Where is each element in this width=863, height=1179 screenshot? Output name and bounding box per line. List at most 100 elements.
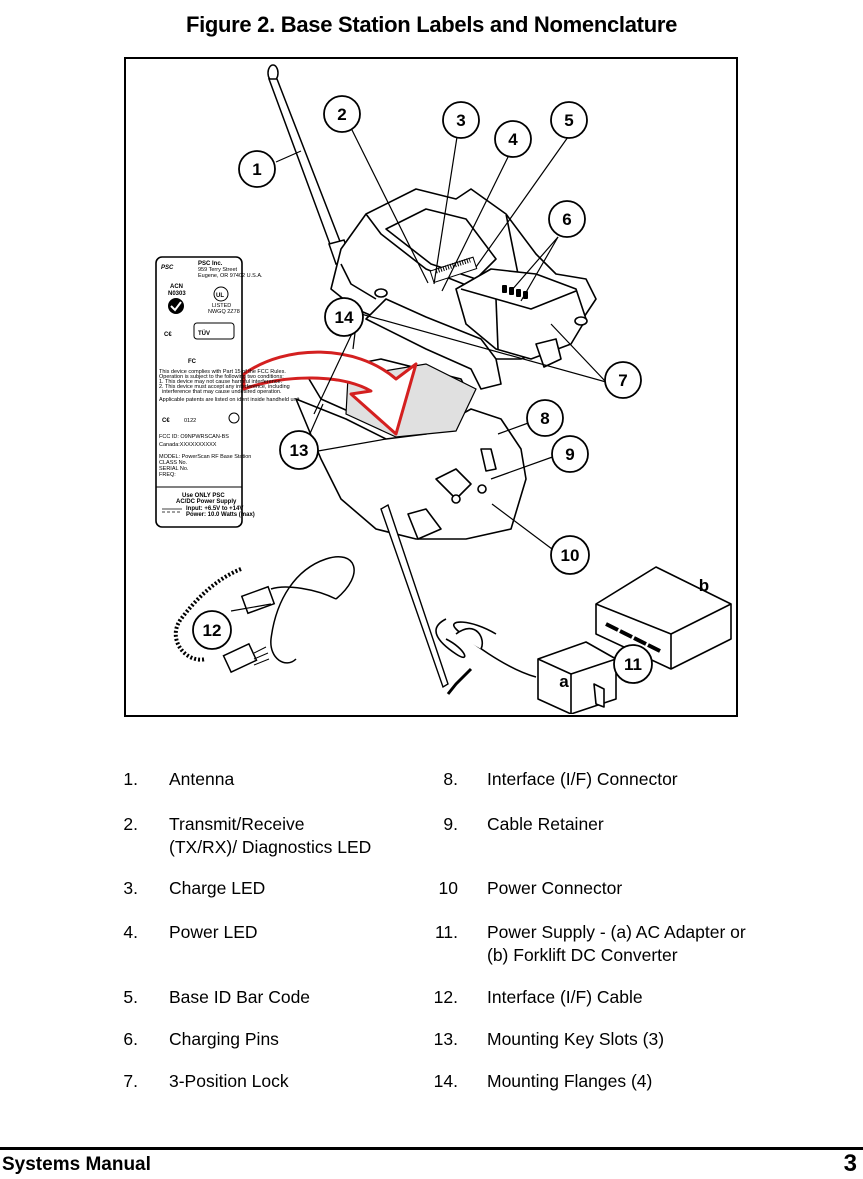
callout-14-label: 14 (335, 308, 354, 327)
interface-cable-drawing (173, 556, 355, 674)
charging-pins (502, 285, 528, 299)
legend-text: Cable Retainer (487, 814, 604, 834)
callout-2: 2 (323, 95, 361, 133)
callout-14: 14 (324, 297, 364, 337)
legend-text: Mounting Key Slots (3) (487, 1029, 665, 1049)
label-street: 959 Terry Street (198, 267, 238, 273)
rotation-arrow (242, 350, 418, 436)
label-ul-code: NWGQ 2Z78 (208, 309, 240, 315)
legend-number: 12. (433, 987, 458, 1007)
legend-number: 2. (123, 814, 138, 834)
legend-number: 6. (123, 1029, 138, 1049)
legend-text: Transmit/Receive (TX/RX)/ Diagnostics LE… (169, 814, 372, 857)
base-station-illustration: PSC PSC Inc. 959 Terry Street Eugene, OR… (155, 64, 732, 714)
tuv-mark-icon-text: TÜV (198, 330, 210, 337)
label-class: CLASS No. (159, 460, 188, 466)
label-fcc-cond1: 1. This device may not cause harmful int… (159, 379, 283, 385)
tuv-mark-icon (193, 322, 235, 340)
label-power: Power: 10.0 Watts (max) (186, 512, 255, 518)
legend-number: 3. (123, 878, 138, 898)
legend-number: 11. (434, 922, 458, 942)
ul-mark-icon-text: UL (216, 293, 224, 299)
label-company: PSC Inc. (198, 261, 223, 267)
legend-number: 13. (433, 1029, 458, 1049)
label-plate: PSC PSC Inc. 959 Terry Street Eugene, OR… (155, 256, 301, 528)
legend-number: 8. (443, 769, 458, 789)
callout-3-label: 3 (456, 111, 465, 130)
label-fcc-operation: Operation is subject to the following tw… (159, 374, 284, 380)
alert-mark-icon (228, 412, 240, 424)
legend-text: Antenna (169, 769, 235, 789)
legend-text: 3-Position Lock (169, 1071, 289, 1091)
footer-manual-title: Systems Manual (2, 1154, 151, 1175)
legend-number: 14. (433, 1071, 458, 1091)
callout-11: 11 (613, 644, 653, 684)
callout-1: 1 (238, 150, 276, 188)
label-power-use: Use ONLY PSC (182, 493, 225, 499)
label-fcc-id: FCC ID: O9NPWRSCAN-BS (159, 434, 229, 440)
label-serial: SERIAL No. (159, 466, 189, 472)
callout-3: 3 (442, 101, 480, 139)
legend-text: Interface (I/F) Connector (487, 769, 678, 789)
label-city: Eugene, OR 97402 U.S.A. (198, 273, 263, 279)
legend-number: 5. (123, 987, 138, 1007)
callout-7: 7 (604, 361, 642, 399)
variant-a-label: a (559, 672, 569, 691)
callout-5: 5 (550, 101, 588, 139)
label-input: Input: +6.5V to +14V (186, 506, 243, 512)
callout-markers: 1 2 3 4 5 6 7 8 (192, 95, 653, 684)
legend-text: Base ID Bar Code (169, 987, 311, 1007)
callout-10: 10 (550, 535, 590, 575)
callout-4: 4 (494, 120, 532, 158)
callout-9-label: 9 (565, 445, 574, 464)
legend-number: 7. (123, 1071, 138, 1091)
base-station-figure: PSC PSC Inc. 959 Terry Street Eugene, OR… (124, 57, 738, 717)
label-ul-listed: LISTED (212, 303, 231, 309)
callout-7-label: 7 (618, 371, 627, 390)
callout-6-label: 6 (562, 210, 571, 229)
label-canada: Canada:XXXXXXXXXX (159, 442, 217, 448)
ce-mark-icon: C€ (164, 332, 172, 338)
label-acn: ACN (170, 284, 183, 290)
check-mark-icon (170, 301, 182, 312)
label-power-supply: AC/DC Power Supply (176, 499, 237, 505)
callout-10-label: 10 (561, 546, 580, 565)
acn-check-icon (168, 298, 184, 314)
variant-b-label: b (699, 576, 709, 595)
label-fcc-cond2b: interference that may cause undesired op… (162, 389, 282, 395)
callout-13: 13 (279, 430, 319, 470)
callout-12-label: 12 (203, 621, 222, 640)
page-number: 3 (843, 1150, 857, 1177)
callout-1-label: 1 (252, 160, 261, 179)
legend-text: Charge LED (169, 878, 266, 898)
legend-text: Charging Pins (169, 1029, 279, 1049)
label-patents: Applicable patents are listed on ident i… (159, 397, 301, 403)
base-id-bar-code (429, 256, 478, 284)
fcc-mark-icon: FC (188, 359, 197, 365)
label-fcc-rules: This device complies with Part 15 of the… (159, 369, 286, 375)
label-acn-code: N0303 (168, 291, 186, 297)
dc-converter-drawing (595, 566, 732, 670)
antenna-drawing-lower (380, 503, 449, 689)
legend-number: 1. (123, 769, 138, 789)
callout-4-label: 4 (508, 130, 518, 149)
legend-text: Mounting Flanges (4) (487, 1071, 653, 1091)
ac-adapter-drawing (435, 618, 617, 714)
psc-logo: PSC (161, 265, 174, 271)
figure-title: Figure 2. Base Station Labels and Nomenc… (185, 12, 678, 37)
antenna-drawing (267, 64, 352, 265)
ce-mark-icon-2: C€ (162, 418, 170, 424)
callout-2-label: 2 (337, 105, 346, 124)
legend-text: Power LED (169, 922, 258, 942)
callout-11-label: 11 (624, 655, 642, 674)
callout-12: 12 (192, 610, 232, 650)
callout-9: 9 (551, 435, 589, 473)
footer-divider (0, 1147, 863, 1150)
callout-6: 6 (548, 200, 586, 238)
callout-8-label: 8 (540, 409, 549, 428)
legend-number: 10 (438, 878, 458, 898)
label-freq: FREQ: (159, 472, 176, 478)
legend-number: 4. (123, 922, 138, 942)
legend-text: Power Connector (487, 878, 623, 898)
ul-mark-icon (213, 286, 229, 302)
